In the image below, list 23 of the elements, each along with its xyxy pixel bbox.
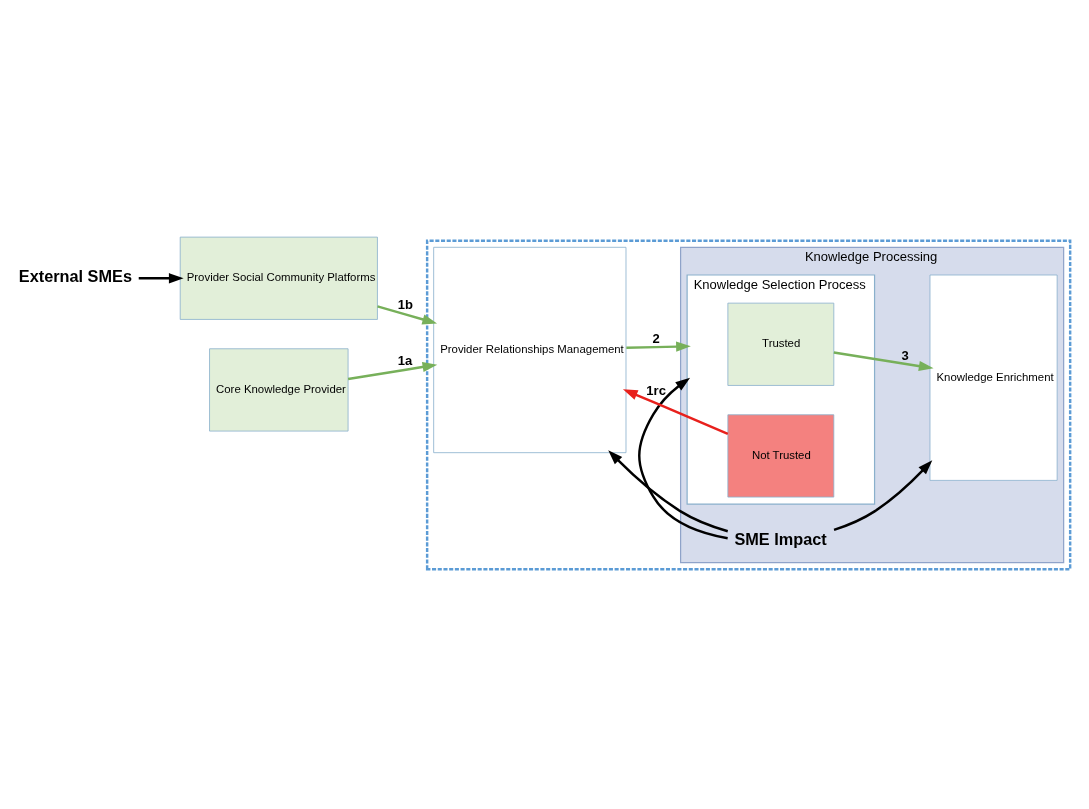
arrow [626,341,691,352]
arrow [608,449,729,532]
arrow [377,304,438,324]
edge-label: 1rc [646,382,666,398]
arrow [347,361,438,380]
node-box: Provider Relationships Management [433,246,627,453]
node-box: Trusted [727,302,835,386]
arrow [833,459,933,531]
node-box: Not Trusted [727,413,835,497]
cluster [425,239,1072,570]
arrow [622,388,729,435]
node-box: Core Knowledge Provider [209,347,349,431]
arrow [138,272,184,283]
arrow [638,377,728,539]
node-box: Knowledge Enrichment [929,274,1058,481]
edge-label: 3 [901,347,909,363]
node-box: Provider Social Community Platforms [179,236,378,320]
edge-label: 1a [397,352,413,367]
arrow [833,350,934,371]
edge-label: 1b [397,296,414,312]
node-text: External SMEs [18,266,132,285]
edge-label: 2 [652,329,660,345]
node-text: SME Impact [734,529,827,548]
